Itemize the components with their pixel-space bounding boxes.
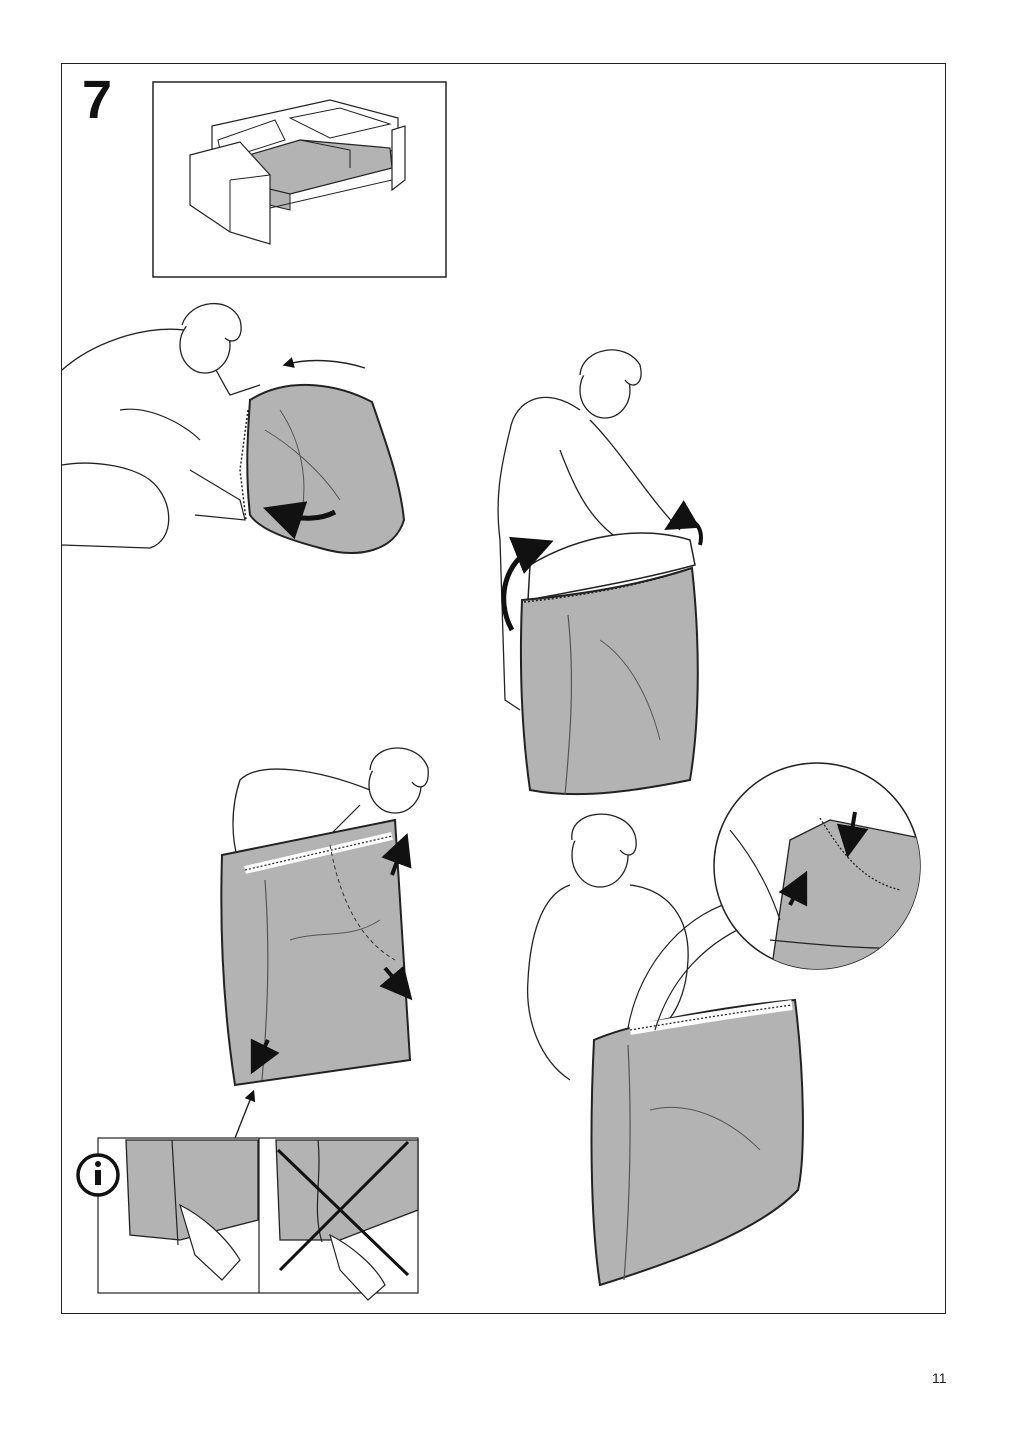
- step-number: 7: [82, 70, 113, 130]
- info-icon: [76, 1153, 120, 1197]
- scene-stand-cover: [497, 349, 703, 796]
- scene-zip-cover: [526, 813, 804, 1287]
- info-detail-box: [97, 1137, 419, 1301]
- sofa-overview-icon: [152, 81, 447, 278]
- zoom-detail-circle: [713, 762, 921, 970]
- scene-kneel-cover: [61, 303, 406, 554]
- scene-lean-cushion: [220, 747, 429, 1139]
- page-number: 11: [932, 1370, 947, 1386]
- instruction-frame: [61, 63, 946, 1314]
